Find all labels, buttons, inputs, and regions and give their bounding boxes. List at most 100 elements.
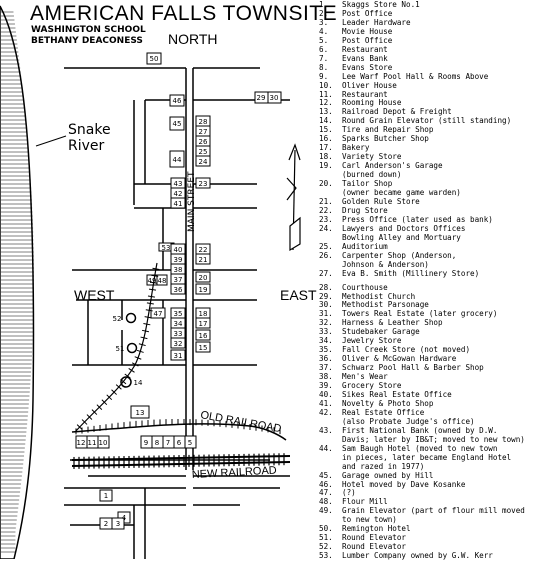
legend-item: 3.Leader Hardware	[319, 17, 549, 28]
legend-item: 14.Round Grain Elevator (still standing)	[319, 116, 549, 126]
legend-text: Courthouse	[342, 282, 388, 292]
building-number-26: 26	[199, 138, 208, 146]
building-number-34: 34	[174, 320, 183, 328]
legend-text: Oliver House	[342, 80, 397, 90]
legend-text: Drug Store	[342, 205, 388, 215]
building-number-21: 21	[199, 256, 208, 264]
building-number-43: 43	[174, 180, 183, 188]
building-10	[97, 435, 110, 449]
building-number-4: 4	[122, 514, 127, 522]
legend-number: 42.	[319, 407, 333, 417]
building-number-5: 5	[188, 439, 192, 447]
legend-number: 27.	[319, 268, 333, 278]
legend-item: 9.Lee Warf Pool Hall & Rooms Above	[319, 72, 549, 82]
legend-item: 4.Movie House	[319, 26, 549, 37]
legend-text: Oliver & McGowan Hardware	[342, 354, 457, 364]
building-36	[170, 283, 186, 295]
legend-text: Sam Baugh Hotel (moved to new town	[342, 443, 498, 453]
building-number-29: 29	[257, 94, 266, 102]
building-number-35: 35	[174, 310, 183, 318]
building-31	[170, 349, 186, 361]
legend-item: 15.Tire and Repair Shop	[319, 125, 549, 135]
building-number-15: 15	[199, 344, 208, 352]
legend-number: 24.	[319, 223, 333, 233]
building-number-13: 13	[136, 409, 145, 417]
building-21	[195, 253, 211, 265]
building-number-42: 42	[174, 190, 183, 198]
legend-item: 41.Novelty & Photo Shop	[319, 399, 549, 409]
building-number-23: 23	[199, 180, 208, 188]
label-main-street: MAIN STREET	[187, 171, 197, 232]
legend-item: 6.Restaurant	[319, 45, 549, 55]
legend-text: Evans Store	[342, 62, 393, 72]
building-number-37: 37	[174, 276, 183, 284]
building-number-1: 1	[104, 492, 108, 500]
legend-number: 37.	[319, 363, 333, 373]
building-number-7: 7	[166, 439, 170, 447]
legend-item: 7.Evans Bank	[319, 54, 549, 64]
legend-text: Round Grain Elevator (still standing)	[342, 116, 512, 126]
legend-text: Lumber Company owned by G.W. Kerr	[342, 551, 493, 561]
legend-item: 28.Courthouse	[319, 282, 549, 293]
building-number-20: 20	[199, 274, 208, 282]
legend-item: 16.Sparks Butcher Shop	[319, 134, 549, 144]
building-17	[195, 317, 211, 329]
legend-item: 31.Towers Real Estate (later grocery)	[319, 309, 549, 319]
building-number-3: 3	[116, 520, 120, 528]
building-number-40: 40	[174, 246, 183, 254]
legend-item: 25.Auditorium	[319, 241, 549, 252]
building-number-18: 18	[199, 310, 208, 318]
building-number-39: 39	[174, 256, 183, 264]
legend-number: 43.	[319, 425, 333, 435]
building-number-51: 51	[116, 345, 125, 353]
legend-item: 39.Grocery Store	[319, 381, 549, 391]
legend-text: Methodist Parsonage	[342, 300, 429, 310]
legend-item: 42.Real Estate Office(also Probate Judge…	[319, 407, 549, 427]
legend-number: 20.	[319, 179, 333, 189]
building-number-2: 2	[104, 520, 108, 528]
label-west: WEST	[74, 287, 115, 303]
label-new-railroad: NEW RAILROAD	[192, 465, 278, 481]
legend-text: Hotel moved by Dave Kosanke	[342, 479, 466, 489]
legend-text-continued: and razed in 1977)	[342, 461, 425, 471]
legend-text: Schwarz Pool Hall & Barber Shop	[342, 363, 484, 373]
building-41	[170, 197, 186, 209]
legend-item: 27.Eva B. Smith (Millinery Store)	[319, 268, 549, 279]
building-number-32: 32	[174, 340, 183, 348]
legend-text: Rooming House	[342, 98, 402, 108]
legend-number: 48.	[319, 497, 333, 507]
legend-item: 29.Methodist Church	[319, 292, 549, 302]
legend-item: 37. Schwarz Pool Hall & Barber Shop	[319, 363, 549, 373]
legend-number: 35.	[319, 345, 333, 355]
legend-number: 21.	[319, 196, 333, 206]
legend-item: 2.Post Office	[319, 9, 549, 19]
legend-number: 4.	[319, 26, 329, 36]
legend-text: Auditorium	[342, 241, 388, 251]
building-number-25: 25	[199, 148, 208, 156]
legend-item: 19.Carl Anderson's Garage(burned down)	[319, 161, 549, 180]
legend-text: Leader Hardware	[342, 17, 411, 27]
legend-text-continued: in pieces, later became England Hotel	[342, 452, 512, 462]
snake-river	[0, 5, 35, 559]
building-number-38: 38	[174, 266, 183, 274]
legend-item: 50.Remington Hotel	[319, 524, 549, 534]
elevator-14	[120, 376, 132, 388]
page-title: AMERICAN FALLS TOWNSITE	[30, 2, 338, 25]
building-5	[184, 435, 197, 449]
legend-number: 15.	[319, 125, 333, 135]
building-48	[156, 274, 168, 286]
subtitle-school: WASHINGTON SCHOOL	[31, 25, 146, 35]
building-number-11: 11	[88, 439, 97, 447]
legend-number: 38.	[319, 372, 333, 382]
legend-text: Sparks Butcher Shop	[342, 134, 429, 144]
legend-text: Tailor Shop	[342, 179, 393, 189]
legend-text-continued: Bowling Alley and Mortuary	[342, 232, 461, 242]
legend-text: Fall Creek Store (not moved)	[342, 345, 471, 355]
elevator-51	[126, 342, 138, 354]
legend-text: (?)	[342, 488, 356, 498]
legend-item: 51.Round Elevator	[319, 533, 549, 543]
building-number-19: 19	[199, 286, 208, 294]
legend-text: Real Estate Office	[342, 407, 425, 417]
